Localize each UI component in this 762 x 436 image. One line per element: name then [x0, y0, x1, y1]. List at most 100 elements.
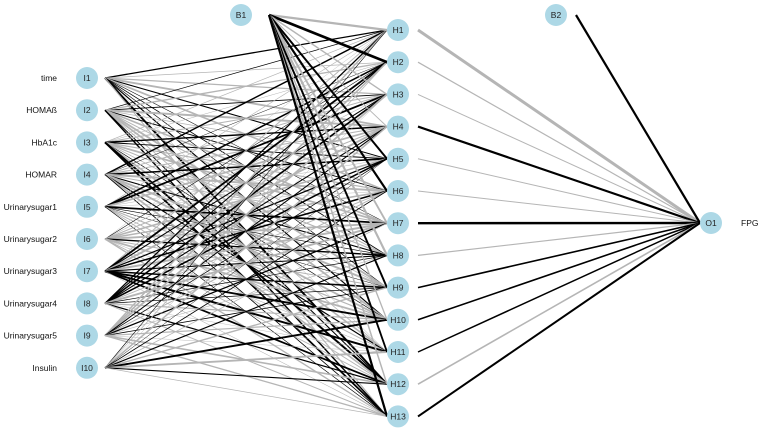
input-variable-label: Urinarysugar4 [4, 298, 58, 308]
edge-I10-H9 [104, 286, 388, 369]
hidden-node-h4: H4 [387, 115, 409, 138]
hidden-node-h5: H5 [387, 147, 409, 170]
bias-node-b2-label: B2 [551, 10, 562, 20]
hidden-node-h3-label: H3 [393, 89, 404, 99]
bias-node-b2-circle [545, 4, 567, 26]
output-variable-label: FPG [741, 218, 758, 228]
hidden-node-h6-label: H6 [393, 186, 404, 196]
hidden-node-h10-circle [387, 308, 409, 331]
edge-B1-H6 [268, 14, 388, 192]
edge-H12-O1 [417, 222, 701, 385]
bias-node-b1-label: B1 [236, 10, 247, 20]
edge-B1-H10 [268, 14, 388, 321]
edge-I10-H7 [104, 222, 388, 369]
hidden-node-h4-circle [387, 115, 409, 138]
input-node-i3: I3 [76, 131, 98, 154]
input-node-i8-circle [76, 292, 98, 315]
hidden-node-h13-label: H13 [390, 411, 406, 421]
input-variable-label: Insulin [32, 363, 57, 373]
node-layer: I1timeI2HOMAßI3HbA1cI4HOMARI5Urinarysuga… [4, 4, 758, 428]
edge-I10-H12 [104, 367, 388, 385]
hidden-node-h5-label: H5 [393, 154, 404, 164]
edge-I10-H1 [104, 29, 388, 368]
input-node-i7: I7 [76, 260, 98, 283]
edge-I4-H1 [104, 29, 388, 176]
hidden-node-h11: H11 [387, 341, 409, 363]
hidden-node-h12-label: H12 [390, 379, 406, 389]
input-node-i10: I10 [76, 356, 98, 379]
edge-H5-O1 [417, 158, 701, 224]
input-variable-label: HOMAß [26, 105, 57, 115]
edge-H4-O1 [417, 125, 701, 225]
hidden-node-h2-label: H2 [393, 57, 404, 67]
hidden-node-h13: H13 [387, 405, 409, 428]
edge-H6-O1 [417, 190, 701, 224]
input-node-i5-label: I5 [83, 202, 90, 212]
edge-B1-H4 [268, 14, 388, 127]
input-node-i4-label: I4 [83, 170, 90, 180]
edge-B1-H12 [268, 14, 388, 385]
hidden-node-h13-circle [387, 405, 409, 428]
hidden-node-h1-label: H1 [393, 25, 404, 35]
input-variable-label: time [41, 73, 57, 83]
input-node-i3-label: I3 [83, 137, 90, 147]
hidden-node-h6-circle [387, 180, 409, 202]
input-node-i2: I2 [76, 99, 98, 122]
hidden-node-h7-label: H7 [393, 218, 404, 228]
edge-B1-H5 [268, 14, 388, 160]
edge-H10-O1 [417, 222, 701, 321]
hidden-node-h10-label: H10 [390, 315, 406, 325]
input-node-i6: I6 [76, 228, 98, 250]
hidden-node-h11-label: H11 [391, 347, 406, 357]
hidden-node-h1-circle [387, 19, 409, 41]
input-node-i7-label: I7 [83, 266, 90, 276]
input-node-i9-circle [76, 324, 98, 347]
hidden-node-h8-label: H8 [393, 250, 404, 260]
edge-B2-O1 [575, 14, 701, 224]
edge-H3-O1 [417, 93, 701, 224]
edge-H1-O1 [417, 28, 701, 225]
hidden-node-h3-circle [387, 83, 409, 106]
input-node-i5-circle [76, 195, 98, 218]
hidden-node-h8: H8 [387, 244, 409, 267]
bias-node-b1: B1 [230, 4, 252, 26]
edge-I9-H1 [104, 29, 388, 337]
hidden-node-h9-circle [387, 276, 409, 299]
edge-B1-H8 [268, 14, 388, 256]
edge-H2-O1 [417, 61, 701, 224]
edge-I10-H13 [104, 367, 388, 417]
input-variable-label: Urinarysugar1 [4, 202, 58, 212]
hidden-node-h12: H12 [387, 373, 409, 396]
edge-B1-H11 [268, 14, 388, 353]
edge-B1-H1 [268, 13, 388, 32]
edge-B1-H7 [268, 14, 388, 224]
output-node-o1: O1 [700, 212, 722, 234]
edge-H9-O1 [417, 222, 701, 289]
edge-I8-H1 [104, 29, 388, 304]
edge-H13-O1 [417, 222, 701, 418]
input-variable-label: HOMAR [25, 170, 57, 180]
edge-I6-H1 [104, 29, 388, 240]
edge-I10-H5 [104, 158, 388, 368]
edge-H11-O1 [417, 222, 701, 353]
input-node-i9: I9 [76, 324, 98, 347]
edge-B1-H3 [268, 14, 388, 95]
output-node-o1-label: O1 [705, 218, 717, 228]
bias-node-b2: B2 [545, 4, 567, 26]
edge-I10-H11 [104, 351, 388, 369]
input-variable-label: Urinarysugar3 [4, 266, 58, 276]
edge-I10-H8 [104, 254, 388, 369]
hidden-node-h1: H1 [387, 19, 409, 41]
bias-node-b1-circle [230, 4, 252, 26]
input-variable-label: HbA1c [31, 137, 57, 147]
input-node-i1-circle [76, 67, 98, 89]
hidden-node-h11-circle [387, 341, 409, 363]
hidden-node-h7-circle [387, 212, 409, 235]
hidden-node-h10: H10 [387, 308, 409, 331]
input-node-i10-label: I10 [81, 363, 93, 373]
hidden-node-h8-circle [387, 244, 409, 267]
input-node-i10-circle [76, 356, 98, 379]
connection-layer [104, 13, 701, 418]
hidden-node-h7: H7 [387, 212, 409, 235]
